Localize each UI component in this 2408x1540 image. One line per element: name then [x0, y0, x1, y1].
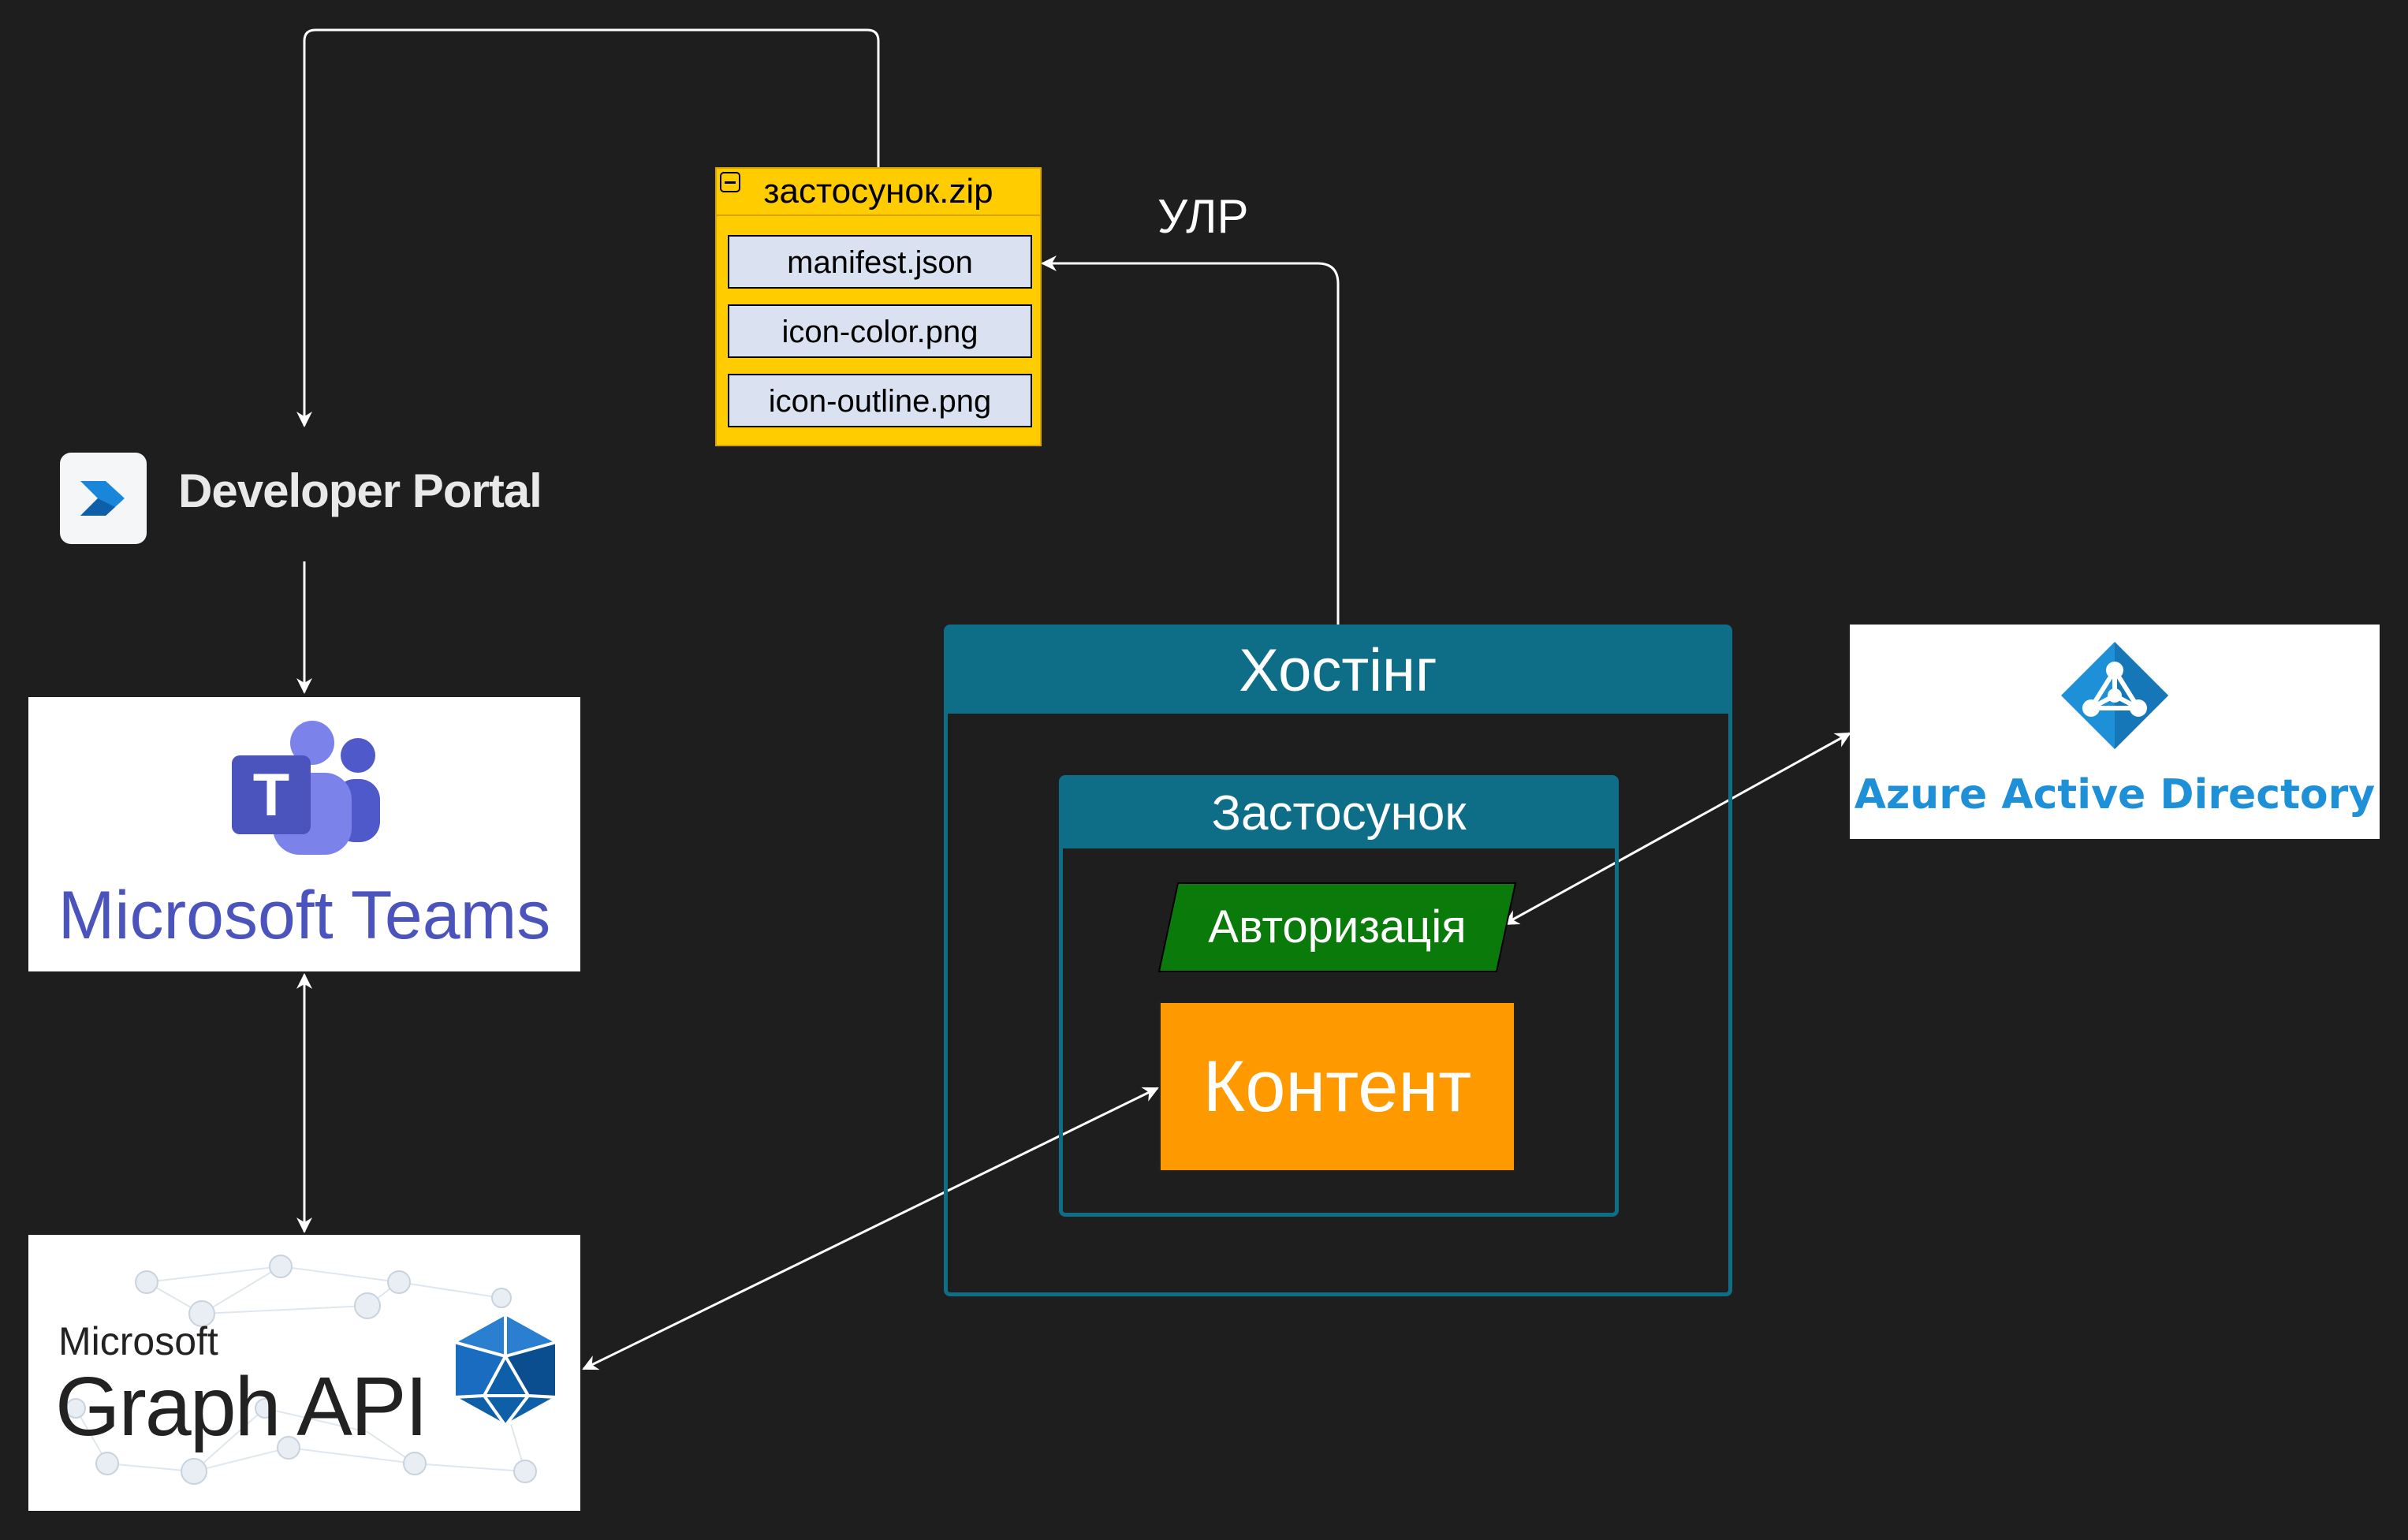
graph-polyhedron-icon — [453, 1312, 558, 1427]
developer-portal-icon[interactable] — [60, 453, 147, 544]
collapse-toggle-icon[interactable] — [720, 172, 740, 192]
auth-azure-arrow — [1503, 732, 1851, 926]
hosting-title: Хостінг — [948, 628, 1728, 714]
app-title: Застосунок — [1063, 779, 1615, 848]
file-icon-outline[interactable]: icon-outline.png — [728, 374, 1032, 427]
azure-ad-node[interactable]: Azure Active Directory — [1850, 625, 2380, 839]
network-background-icon — [65, 1255, 537, 1485]
content-block[interactable]: Контент — [1159, 1001, 1515, 1172]
graph-label: Graph API — [55, 1360, 428, 1453]
zip-package[interactable]: застосунок.zip manifest.json icon-color.… — [715, 167, 1042, 446]
file-manifest[interactable]: manifest.json — [728, 235, 1032, 289]
teams-icon: T — [232, 721, 380, 855]
developer-portal-label: Developer Portal — [178, 464, 542, 517]
teams-node[interactable]: T Microsoft Teams — [28, 697, 580, 971]
zip-to-portal-arrow — [296, 28, 880, 427]
edge-label: УЛР — [1157, 190, 1249, 243]
zip-title: застосунок.zip — [717, 169, 1040, 216]
graph-brand: Microsoft — [58, 1319, 218, 1363]
hosting-to-zip-arrow — [1041, 255, 1340, 625]
azure-ad-icon — [2061, 642, 2168, 749]
graph-api-node[interactable]: Microsoft Graph API — [28, 1235, 580, 1511]
teams-label: Microsoft Teams — [58, 878, 551, 953]
auth-shape[interactable] — [1157, 882, 1517, 973]
file-icon-color[interactable]: icon-color.png — [728, 304, 1032, 358]
azure-ad-label: Azure Active Directory — [1854, 771, 2376, 818]
auth-label: Авторизація — [1208, 901, 1467, 953]
app-container[interactable]: Застосунок — [1059, 775, 1619, 1217]
svg-text:T: T — [253, 762, 289, 829]
hosting-container[interactable]: Хостінг — [944, 625, 1732, 1296]
